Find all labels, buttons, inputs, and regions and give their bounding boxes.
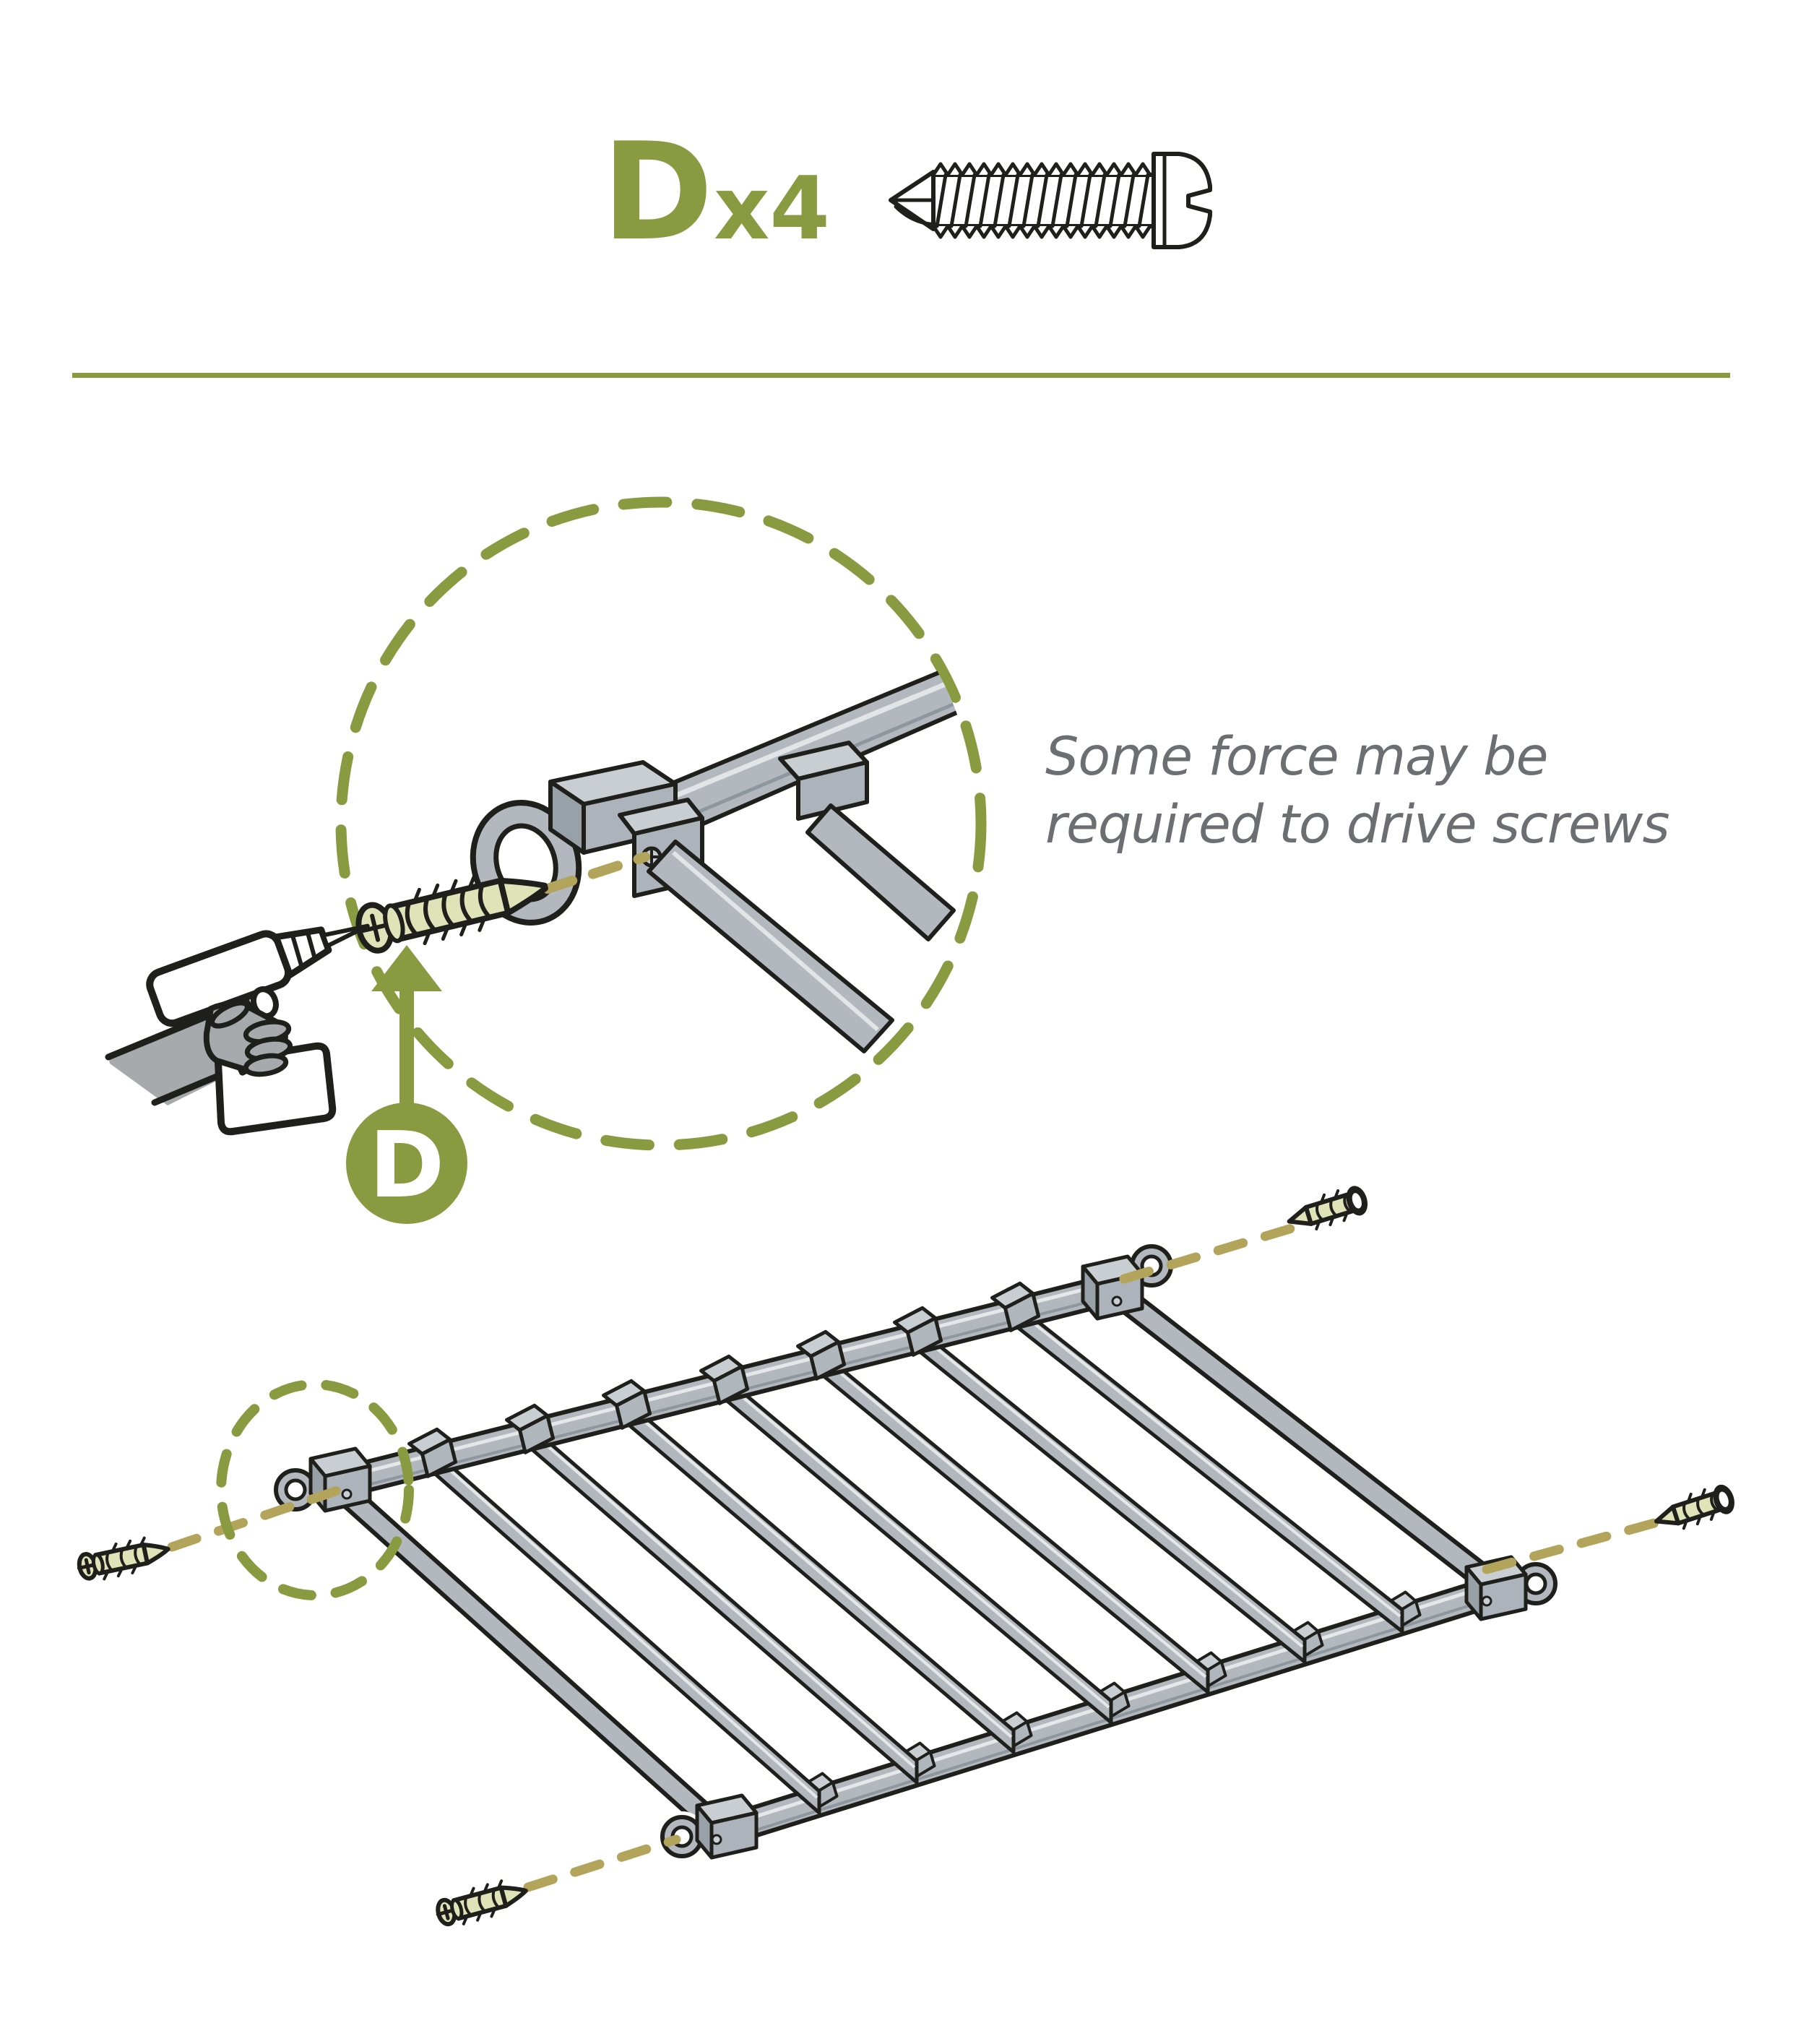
screw-bottom-icon	[433, 1876, 530, 1930]
corner-eyelet-bottom	[662, 1795, 756, 1858]
drill-driver-illustration	[105, 923, 370, 1136]
crossbars	[431, 1302, 1404, 1815]
part-label: D	[602, 113, 713, 270]
screw-path-left	[167, 1485, 345, 1552]
detail-callout-circle	[335, 496, 987, 1151]
corner-eyelet-right	[1466, 1557, 1555, 1619]
note-line-2: required to drive screws	[1045, 794, 1669, 855]
corner-eyelet-left	[276, 1449, 370, 1511]
screw-path-bottom	[523, 1834, 681, 1892]
part-d-badge	[346, 1103, 467, 1224]
screw-d-icon	[355, 874, 548, 954]
screw-right-icon	[1651, 1482, 1737, 1536]
frame-illustration	[276, 1246, 1555, 1858]
self-drilling-screw-icon	[889, 152, 1212, 249]
note-line-1: Some force may be	[1045, 726, 1547, 788]
up-arrow-shaft	[399, 987, 414, 1105]
step-note: Some force may be required to drive scre…	[1045, 726, 1670, 855]
screw-paths	[167, 1221, 1675, 1892]
eyelet-corner-joint	[463, 655, 977, 1053]
screw-path-top	[1119, 1221, 1304, 1284]
screw-path-dashed-line	[543, 852, 650, 894]
hardware-callout: D x4	[602, 113, 1212, 270]
badge-letter: D	[369, 1112, 445, 1218]
part-d-pointer: D	[346, 945, 467, 1224]
screw-path-right	[1482, 1514, 1675, 1574]
corner-eyelet-top	[1083, 1246, 1171, 1319]
quantity-label: x4	[714, 159, 830, 259]
section-divider	[72, 373, 1730, 378]
screw-left-icon	[76, 1534, 171, 1584]
corner-highlight-circle	[216, 1379, 414, 1600]
detail-callout: D Some force may be required to drive sc…	[105, 496, 1670, 1224]
up-arrow-icon	[371, 945, 442, 991]
hand-icon	[203, 1000, 293, 1077]
screw-top-icon	[1284, 1183, 1370, 1236]
